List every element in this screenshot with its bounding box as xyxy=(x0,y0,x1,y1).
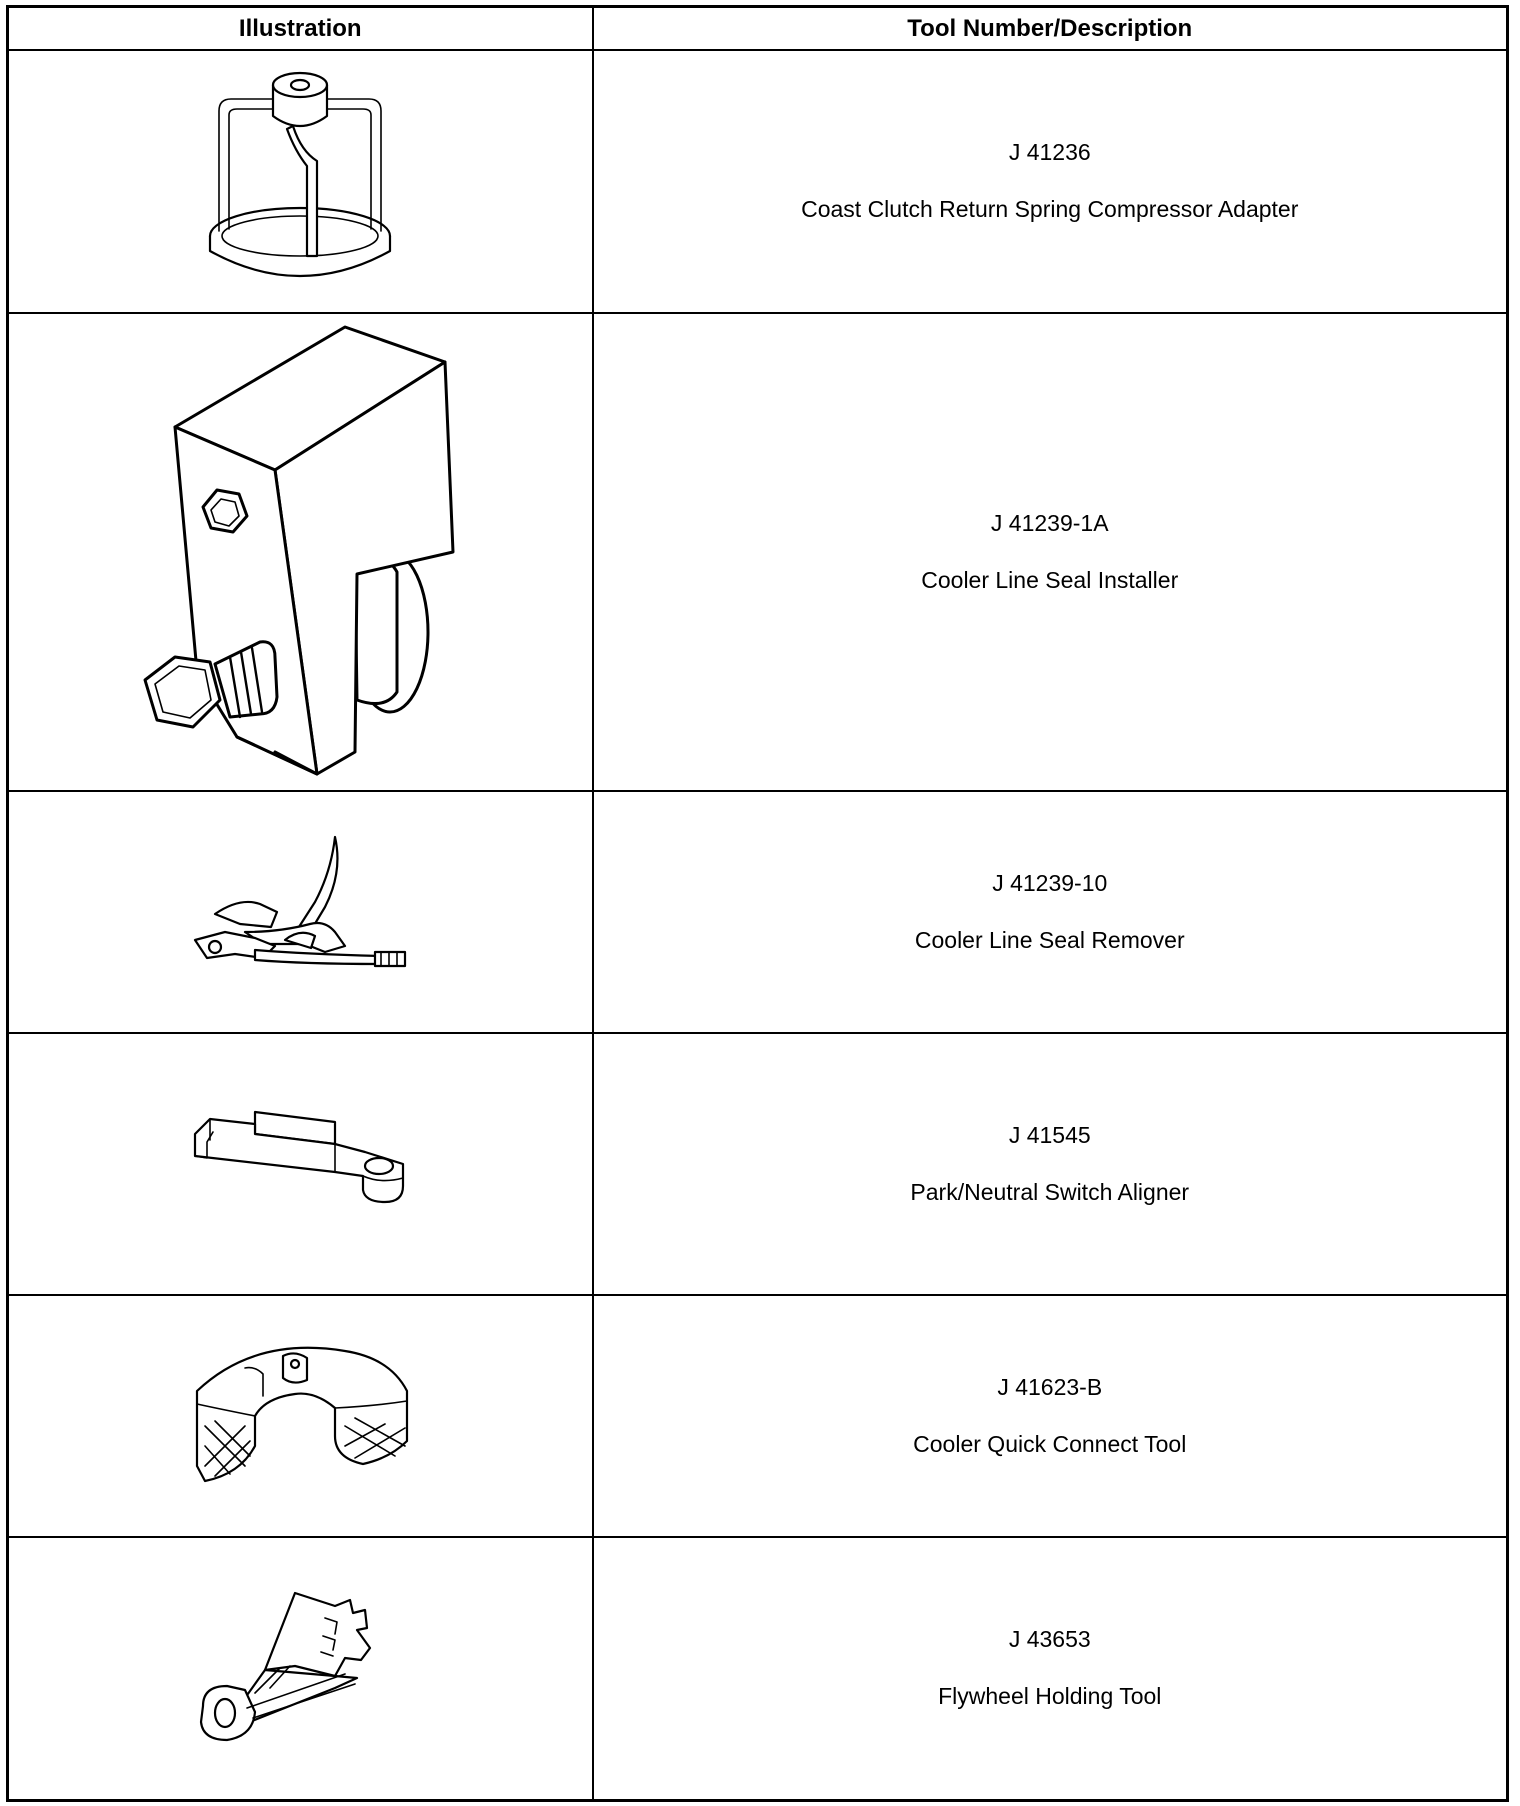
table-row: J 43653 Flywheel Holding Tool xyxy=(6,1535,1509,1802)
tool-cell: J 43653 Flywheel Holding Tool xyxy=(591,1535,1509,1802)
tool-description: Flywheel Holding Tool xyxy=(938,1683,1162,1710)
tool-description: Park/Neutral Switch Aligner xyxy=(910,1179,1190,1206)
tool-number: J 41236 xyxy=(1008,139,1091,166)
table-row: J 41236 Coast Clutch Return Spring Compr… xyxy=(6,49,1509,314)
illustration-cell xyxy=(6,311,594,793)
header-row: Illustration Tool Number/Description xyxy=(6,5,1509,51)
tool-number: J 41623-B xyxy=(997,1374,1103,1401)
tool-description: Cooler Line Seal Installer xyxy=(921,566,1179,593)
tool-number: J 41239-1A xyxy=(990,509,1109,536)
tool-number: J 41545 xyxy=(1008,1122,1091,1149)
tool-cell: J 41623-B Cooler Quick Connect Tool xyxy=(591,1294,1509,1538)
tool-number: J 43653 xyxy=(1008,1626,1091,1653)
seal-remover-pliers-icon xyxy=(194,836,407,968)
seal-installer-icon xyxy=(143,325,455,776)
tool-cell: J 41236 Coast Clutch Return Spring Compr… xyxy=(591,49,1509,314)
tool-cell: J 41545 Park/Neutral Switch Aligner xyxy=(591,1031,1509,1297)
table-row: J 41239-10 Cooler Line Seal Remover xyxy=(6,790,1509,1034)
spring-compressor-adapter-icon xyxy=(209,72,392,278)
quick-connect-tool-icon xyxy=(196,1346,409,1483)
table-row: J 41239-1A Cooler Line Seal Installer xyxy=(6,311,1509,793)
flywheel-holding-tool-icon xyxy=(200,1592,372,1742)
illustration-cell xyxy=(6,1535,594,1802)
tool-description: Cooler Quick Connect Tool xyxy=(913,1431,1187,1458)
table-row: J 41545 Park/Neutral Switch Aligner xyxy=(6,1031,1509,1297)
tool-cell: J 41239-1A Cooler Line Seal Installer xyxy=(591,311,1509,793)
tool-description: Coast Clutch Return Spring Compressor Ad… xyxy=(801,196,1299,223)
tool-number: J 41239-10 xyxy=(992,870,1108,897)
tool-cell: J 41239-10 Cooler Line Seal Remover xyxy=(591,790,1509,1034)
illustration-cell xyxy=(6,790,594,1034)
tool-description: Cooler Line Seal Remover xyxy=(914,927,1185,954)
illustration-cell xyxy=(6,1031,594,1297)
header-illustration: Illustration xyxy=(6,5,594,51)
tools-table: Illustration Tool Number/Description xyxy=(6,5,1509,1802)
illustration-cell xyxy=(6,1294,594,1538)
table-row: J 41623-B Cooler Quick Connect Tool xyxy=(6,1294,1509,1538)
switch-aligner-icon xyxy=(194,1111,405,1204)
illustration-cell xyxy=(6,49,594,314)
header-tool-number-description: Tool Number/Description xyxy=(591,5,1509,51)
